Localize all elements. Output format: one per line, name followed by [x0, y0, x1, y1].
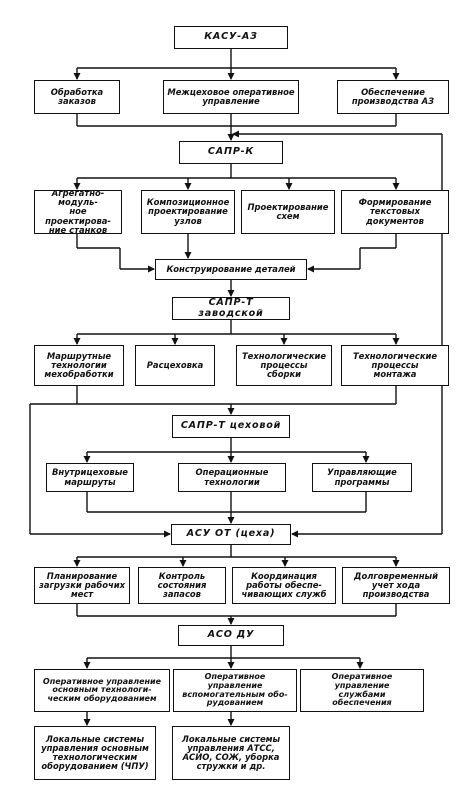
node-planirovanie-zagruzki: Планирование загрузки рабочих мест — [34, 567, 130, 604]
node-operatsionnye-tekhnologii: Операционные технологии — [178, 463, 286, 492]
node-lokalnye-sistemy-chpu: Локальные системы управления основным те… — [34, 726, 156, 780]
node-formirovanie-dokumentov: Формирование текстовых документов — [341, 190, 449, 234]
node-koordinatsiya-sluzhb: Координация работы обеспе- чивающих служ… — [232, 567, 336, 604]
node-dolgovremenny-uchet: Долговременный учет хода производства — [342, 567, 450, 604]
node-rastsekhovka: Расцеховка — [135, 345, 215, 386]
node-agregatno-modulnoe: Агрегатно-модуль- ное проектирова- ние с… — [34, 190, 122, 234]
node-proektirovanie-skhem: Проектирование схем — [241, 190, 335, 234]
node-oper-upr-sluzhbami: Оперативное управление службами обеспече… — [300, 669, 424, 712]
node-konstruirovanie-detaley: Конструирование деталей — [155, 259, 307, 280]
node-obrabotka-zakazov: Обработка заказов — [34, 80, 120, 114]
node-tp-sborki: Технологические процессы сборки — [236, 345, 332, 386]
node-oper-upr-osnovnym: Оперативное управление основным технолог… — [34, 669, 170, 712]
node-kontrol-zapasov: Контроль состояния запасов — [138, 567, 226, 604]
node-mezhtsekhovoe-upravlenie: Межцеховое оперативное управление — [163, 80, 299, 114]
node-tp-montazha: Технологические процессы монтажа — [341, 345, 449, 386]
node-aso-du: АСО ДУ — [178, 625, 284, 646]
node-kompozitsionnoe: Композиционное проектирование узлов — [141, 190, 235, 234]
node-vnutritsekhovye-marshruty: Внутрицеховые маршруты — [46, 463, 134, 492]
node-marshrutnye-tekhnologii: Маршрутные технологии мехобработки — [34, 345, 124, 386]
node-oper-upr-vspomogatelnym: Оперативное управление вспомогательным о… — [173, 669, 297, 712]
node-sapr-t-tsekhovoy: САПР-Т цеховой — [172, 415, 290, 438]
node-sapr-t-zavodskoy: САПР-Т заводской — [172, 297, 290, 320]
node-upravlyayushchie-programmy: Управляющие программы — [312, 463, 412, 492]
node-sapr-k: САПР-К — [179, 141, 283, 164]
node-lokalnye-sistemy-atss: Локальные системы управления АТСС, АСИО,… — [172, 726, 290, 780]
node-asu-ot: АСУ ОТ (цеха) — [171, 524, 291, 545]
node-obespechenie: Обеспечение производства АЗ — [337, 80, 449, 114]
node-kasu: КАСУ-АЗ — [174, 26, 288, 49]
